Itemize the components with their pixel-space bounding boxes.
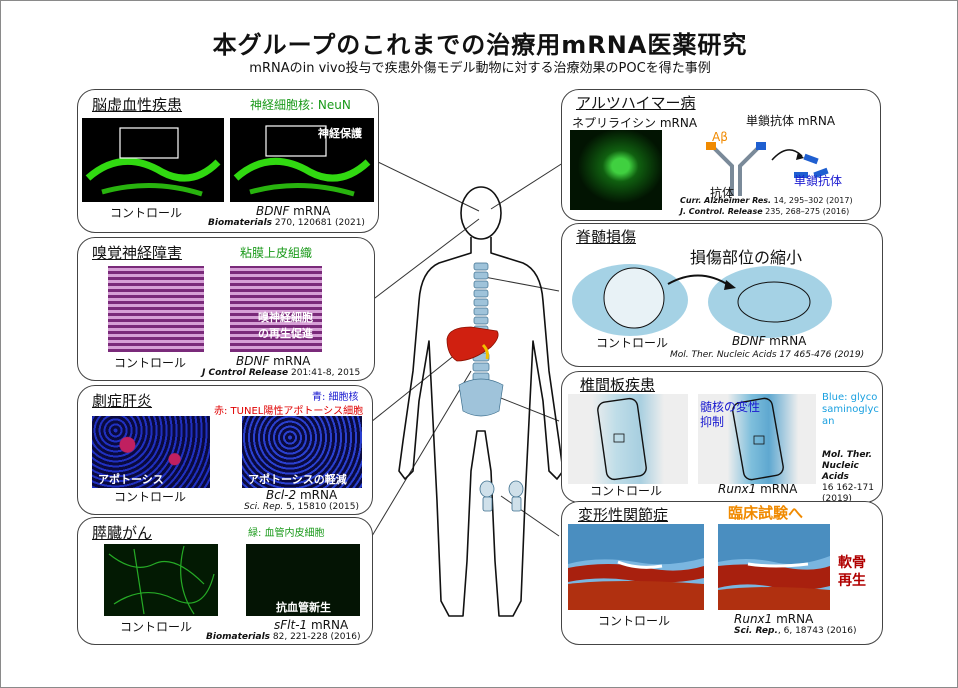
bdnf-histology [230, 266, 322, 352]
control-label: コントロール [114, 490, 187, 504]
apoptosis-overlay: アポトーシス [98, 473, 164, 486]
gene-label: BDNF mRNA [732, 334, 807, 348]
panel-fulminant-hepatitis: 劇症肝炎 青: 細胞核 赤: TUNEL陽性アポトーシス細胞 アポトーシス アポ… [77, 385, 373, 515]
panel-intervertebral-disc: 椎間板疾患 髄核の変性抑制 Blue: glycosaminoglycan コン… [561, 371, 883, 504]
scfv-label: 単鎖抗体 [794, 174, 843, 188]
spinal-cord-sections [572, 264, 832, 338]
panel-title: アルツハイマー病 [576, 94, 696, 112]
effect-label: 損傷部位の縮小 [690, 248, 803, 267]
panel-title: 嗅覚神経障害 [92, 244, 183, 262]
control-label: コントロール [590, 484, 663, 498]
control-histology [108, 266, 204, 352]
panel-title: 脳虚血性疾患 [92, 96, 183, 114]
control-label: コントロール [114, 356, 187, 370]
stain-red-label: 赤: TUNEL陽性アポトーシス細胞 [214, 406, 364, 417]
control-label: コントロール [598, 614, 671, 628]
panel-alzheimer: アルツハイマー病 ネプリライシン mRNA Aβ 単鎖抗体 mRNA 抗体 単鎖… [561, 89, 881, 221]
bdnf-micrograph [230, 118, 374, 202]
reduced-apoptosis-overlay: アポトーシスの軽減 [248, 473, 347, 486]
page-title: 本グループのこれまでの治療用mRNA医薬研究 [212, 31, 748, 59]
page-subtitle: mRNAのin vivo投与で疾患外傷モデル動物に対する治療効果のPOCを得た事… [249, 61, 711, 76]
control-joint-section [568, 524, 704, 610]
effect-label: 髄核の変性抑制 [700, 400, 761, 429]
neprilysin-label: ネプリライシン mRNA [572, 116, 698, 130]
sflt1-vessel-image [246, 544, 360, 616]
gene-label: Runx1 mRNA [734, 612, 814, 626]
stain-label: 粘膜上皮組織 [240, 246, 313, 260]
reference-1: Curr. Alzheimer Res. 14, 295–302 (2017) [680, 196, 853, 205]
control-label: コントロール [596, 336, 669, 350]
bcl2-tunel-image [242, 416, 362, 488]
panel-olfactory: 嗅覚神経障害 粘膜上皮組織 嗅神経細胞の再生促進 コントロール BDNF mRN… [77, 237, 375, 381]
neprilysin-micrograph [570, 130, 662, 210]
reference: Biomaterials 270, 120681 (2021) [208, 218, 365, 228]
gene-label: Bcl-2 mRNA [266, 488, 338, 502]
abeta-label: Aβ [712, 130, 728, 144]
panel-spinal-cord-injury: 脊髄損傷 損傷部位の縮小 コントロール BDNF mRNA Mol. Ther.… [561, 223, 883, 367]
cartilage-regeneration-label: 軟骨再生 [838, 555, 866, 589]
scfv-mrna-label: 単鎖抗体 mRNA [746, 114, 836, 128]
panel-osteoarthritis: 変形性関節症 臨床試験へ 軟骨再生 コントロール Runx1 mRNA Sci.… [561, 501, 883, 645]
panel-pancreatic-cancer: 膵臓がん 緑: 血管内皮細胞 抗血管新生 コントロール sFlt-1 mRNA … [77, 517, 373, 645]
stain-label: 緑: 血管内皮細胞 [248, 528, 325, 539]
control-micrograph [82, 118, 224, 202]
liver-organ [446, 326, 499, 362]
control-tunel-image [92, 416, 210, 488]
antibody-diagram [706, 142, 829, 196]
stain-label: 神経細胞核: NeuN [250, 98, 351, 112]
effect-overlay: 嗅神経細胞の再生促進 [258, 311, 313, 340]
panel-title: 脊髄損傷 [576, 228, 637, 246]
panel-title: 膵臓がん [92, 524, 153, 542]
panel-title: 椎間板疾患 [580, 376, 656, 394]
control-disc-section [568, 394, 688, 484]
panel-title: 劇症肝炎 [92, 392, 153, 410]
clinical-trial-label: 臨床試験へ [728, 504, 804, 522]
runx1-joint-section [718, 524, 830, 610]
blue-stain-label: Blue: glycosaminoglycan [822, 392, 879, 427]
effect-overlay: 抗血管新生 [276, 601, 331, 614]
reference: J Control Release 201:41-8, 2015 [202, 368, 361, 378]
reference: Mol. Ther. Nucleic Acids 17 465-476 (201… [670, 350, 865, 360]
reference-2: J. Control. Release 235, 268–275 (2016) [680, 207, 850, 216]
stain-blue-label: 青: 細胞核 [312, 392, 359, 403]
reference: Sci. Rep., 6, 18743 (2016) [734, 626, 857, 636]
control-label: コントロール [110, 206, 183, 220]
reference: Sci. Rep. 5, 15810 (2015) [244, 502, 359, 512]
control-label: コントロール [120, 620, 193, 634]
gene-label: sFlt-1 mRNA [274, 618, 349, 632]
panel-cerebral-ischemia: 脳虚血性疾患 神経細胞核: NeuN 神経保護 コントロール BDNF mRNA… [77, 89, 379, 233]
control-vessel-image [104, 544, 218, 616]
gene-label: BDNF mRNA [256, 204, 331, 218]
reference: Biomaterials 82, 221-228 (2016) [206, 632, 361, 642]
panel-title: 変形性関節症 [578, 506, 669, 524]
effect-overlay: 神経保護 [318, 127, 362, 140]
gene-label: BDNF mRNA [236, 354, 311, 368]
gene-label: Runx1 mRNA [718, 482, 798, 496]
antibody-label: 抗体 [710, 186, 735, 200]
runx1-disc-section [698, 394, 816, 484]
